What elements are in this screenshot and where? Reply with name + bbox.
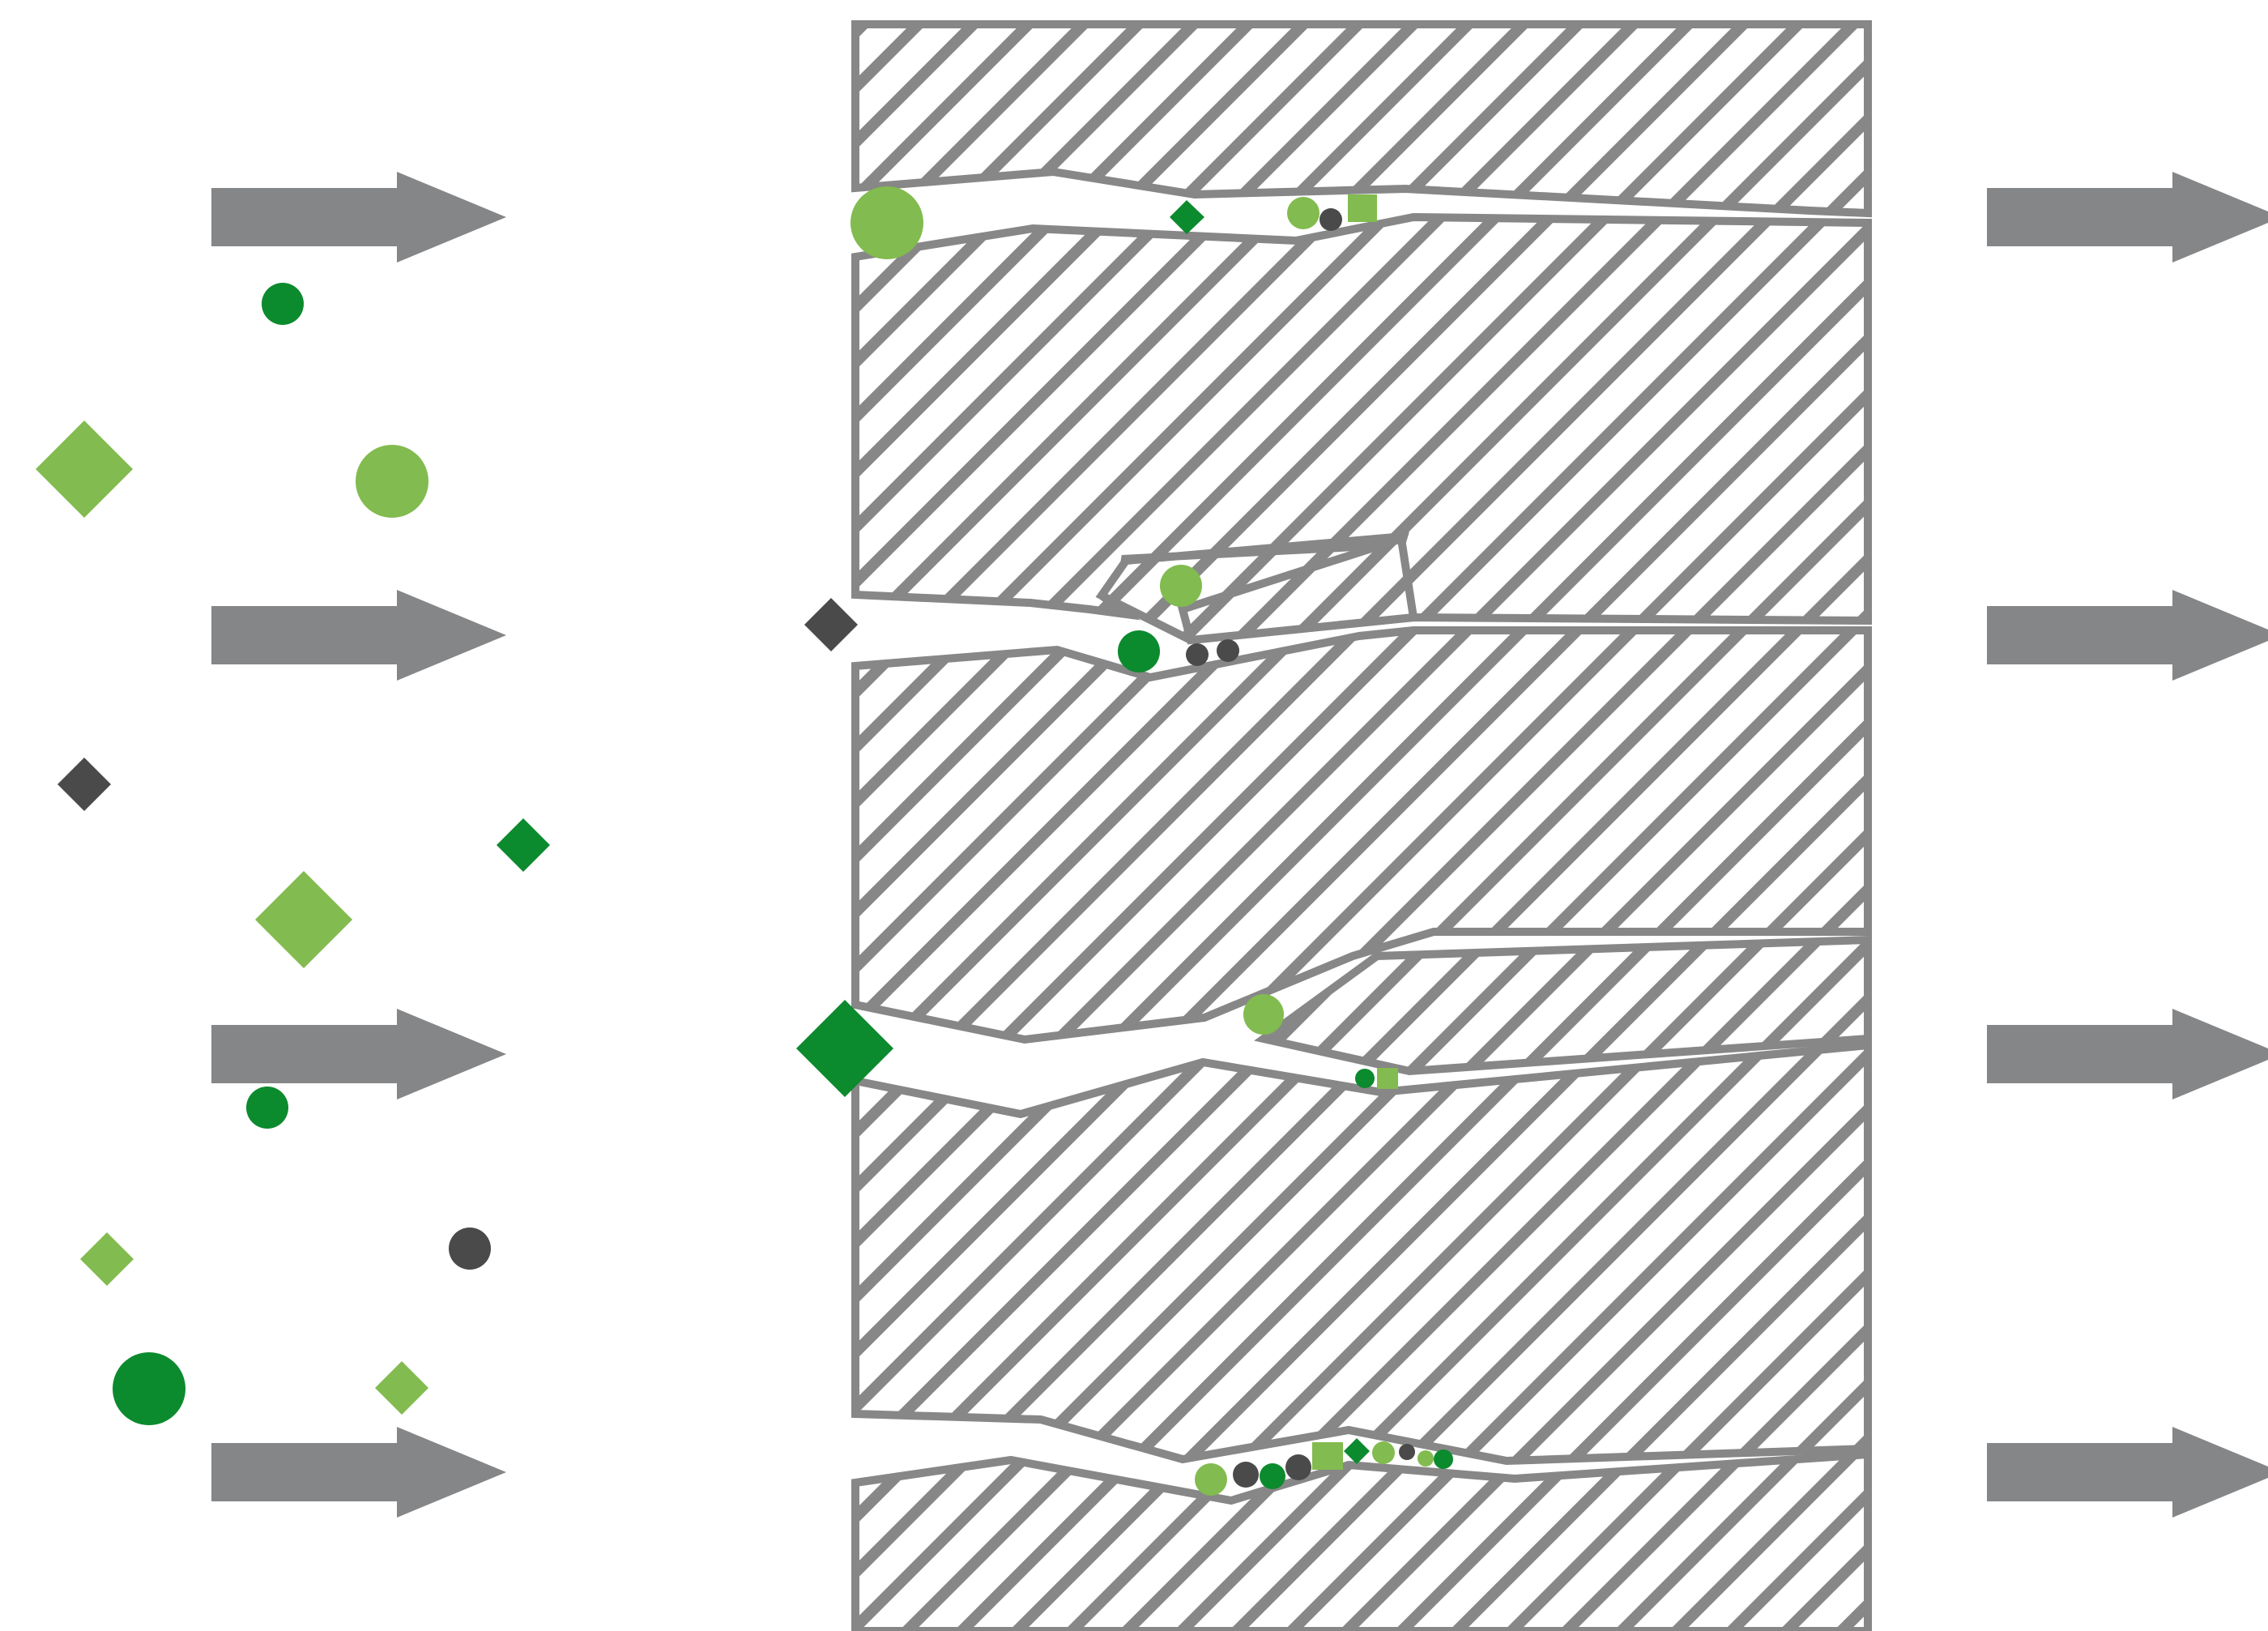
particle-diamond-dark-gray [58, 758, 111, 811]
particle-fragment-light-green [1348, 194, 1377, 222]
particles-at-face [796, 186, 923, 1097]
particle-circle-dark-gray-trapped [1399, 1444, 1415, 1460]
particle-circle-green-trapped [1434, 1450, 1453, 1469]
particle-diamond-light-green [36, 421, 133, 518]
particle-fragment-light-green [1312, 1442, 1343, 1470]
particle-circle-green [246, 1087, 288, 1129]
particle-circle-light-green-trapped [1195, 1463, 1227, 1496]
particle-circle-dark-gray [449, 1228, 491, 1270]
inlet-arrow-1 [211, 172, 506, 263]
filter-slab-top [851, 20, 1872, 218]
particle-diamond-light-green [375, 1361, 428, 1415]
particle-circle-green [113, 1352, 185, 1425]
inlet-arrow-3 [211, 1009, 506, 1099]
particle-circle-dark-gray-trapped [1217, 639, 1239, 662]
particle-circle-green-trapped [1118, 630, 1160, 672]
filter-medium [851, 20, 1872, 1631]
particle-circle-light-green-trapped [1160, 565, 1202, 607]
outlet-arrow-4 [1987, 1427, 2268, 1518]
filter-slab-5 [851, 1040, 1872, 1466]
outlet-arrows [1987, 172, 2268, 1518]
particle-diamond-green-blocked [796, 1000, 893, 1097]
particle-diamond-light-green [80, 1232, 134, 1286]
particles-trapped [1118, 194, 1453, 1496]
particle-circle-light-green-trapped [1243, 994, 1284, 1035]
particle-circle-dark-gray-trapped [1186, 643, 1209, 666]
outlet-arrow-2 [1987, 590, 2268, 681]
filter-slab-2 [851, 212, 1872, 645]
inlet-arrow-4 [211, 1427, 506, 1518]
particle-diamond-green-trapped [1344, 1438, 1370, 1464]
particle-circle-light-green [356, 445, 428, 518]
filter-slab-4 [1254, 935, 1872, 1076]
particle-circle-green-trapped [1260, 1463, 1285, 1489]
outlet-arrow-1 [1987, 172, 2268, 263]
inlet-arrows [211, 172, 506, 1518]
particle-circle-green-trapped [1355, 1069, 1375, 1088]
particle-circle-green [262, 283, 304, 325]
filter-slab-bottom [851, 1450, 1872, 1631]
outlet-arrow-3 [1987, 1009, 2268, 1099]
filter-slab-3 [851, 626, 1872, 1044]
particle-diamond-green [497, 818, 550, 872]
particle-diamond-green-trapped [1170, 200, 1204, 234]
particle-circle-light-green-trapped [1418, 1450, 1434, 1467]
particle-circle-dark-gray-trapped [1233, 1462, 1259, 1488]
filter-slab-2-wedge [1177, 533, 1418, 645]
particle-diamond-light-green [255, 871, 352, 968]
particle-fragment-light-green [1377, 1068, 1398, 1089]
particle-circle-dark-gray-trapped [1319, 208, 1342, 231]
particle-circle-light-green-blocked [850, 186, 923, 259]
particles-inlet [36, 283, 550, 1425]
particle-diamond-dark-gray-blocked [804, 598, 858, 651]
particle-circle-light-green-trapped [1287, 197, 1319, 229]
particle-circle-dark-gray-trapped [1285, 1454, 1311, 1480]
particle-circle-light-green-trapped [1372, 1441, 1395, 1464]
inlet-arrow-2 [211, 590, 506, 681]
